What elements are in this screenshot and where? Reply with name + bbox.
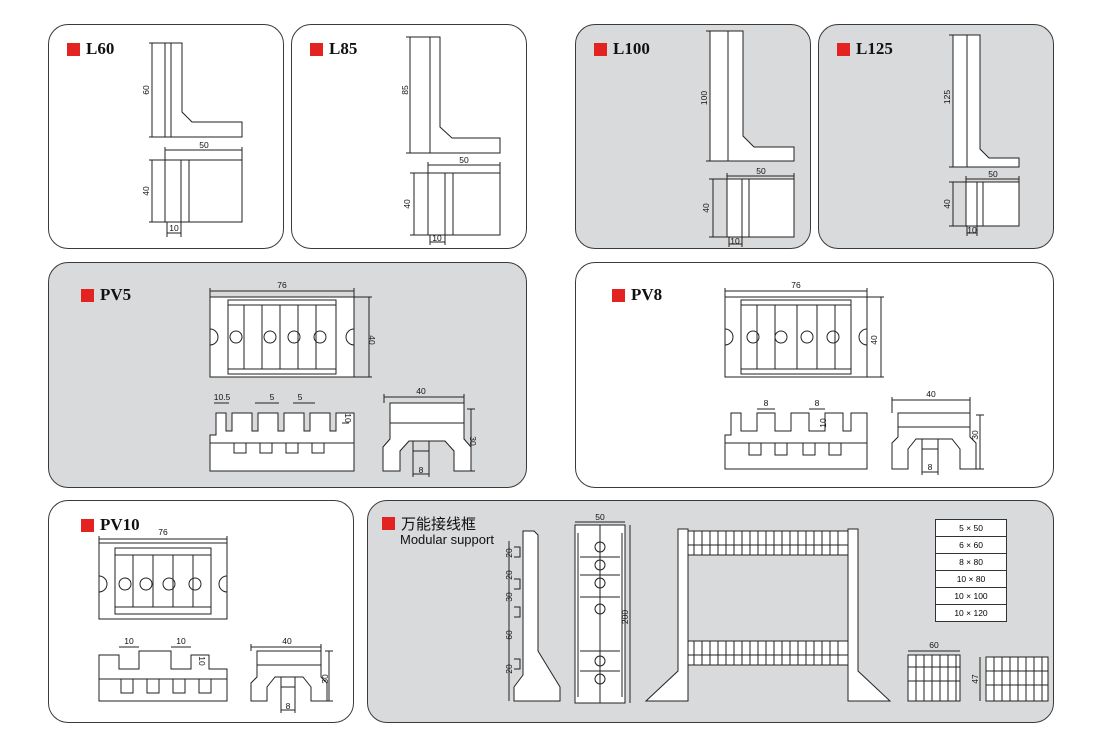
size-table: 5 × 50 6 × 60 8 × 80 10 × 80 10 × 100 10…	[935, 519, 1007, 622]
dim-side-h-label: 30	[970, 430, 980, 440]
dim-b-label: 10	[176, 636, 186, 646]
dim-height-label: 40	[869, 335, 879, 345]
dim-thick-label: 10	[967, 225, 977, 235]
panel-pv8: PV8 76 40 8 8 10 40 30	[575, 262, 1054, 488]
dim-height-label: 85	[400, 85, 410, 95]
dim-side-w-label: 40	[926, 389, 936, 399]
panel-modular: 万能接线框 Modular support	[367, 500, 1054, 723]
modular-drawing: 20 20 30 60 20 50 200 60 47	[504, 512, 1049, 704]
dim-depth-label: 40	[942, 199, 952, 209]
l-bracket-drawing: 100 50 40 10	[699, 30, 795, 247]
l-bracket-drawing: 125 50 40 10	[942, 34, 1020, 236]
dim-left-2-label: 20	[504, 570, 514, 580]
panel-title: PV10	[81, 515, 140, 535]
dim-left-3-label: 30	[504, 592, 514, 602]
panel-title: 万能接线框	[382, 513, 476, 534]
dim-length-label: 76	[277, 280, 287, 290]
dim-block-h-label: 47	[970, 674, 980, 684]
dim-width-label: 50	[756, 166, 766, 176]
red-marker-icon	[81, 518, 94, 532]
dim-height-label: 125	[942, 90, 952, 104]
dim-width-label: 50	[988, 169, 998, 179]
size-cell: 5 × 50	[935, 519, 1007, 537]
dim-left-5-label: 20	[504, 664, 514, 674]
dim-thick-label: 10	[169, 223, 179, 233]
panel-l60: L60 60 50 40 10	[48, 24, 284, 249]
dim-d-label: 10	[197, 656, 207, 666]
dim-block-w-label: 60	[929, 640, 939, 650]
panel-l125: L125 125 50 40 10	[818, 24, 1054, 249]
panel-pv5: PV5 76 40 10.5 5	[48, 262, 527, 488]
red-marker-icon	[594, 42, 607, 56]
panel-title-text: L60	[86, 39, 115, 58]
panel-title: L125	[837, 39, 893, 59]
l-bracket-drawing: 85 50 40 10	[400, 36, 501, 245]
panel-title-text: PV5	[100, 285, 132, 304]
dim-left-1-label: 20	[504, 548, 514, 558]
panel-subtitle: Modular support	[400, 532, 494, 547]
panel-l85: L85 85 50 40 10	[291, 24, 527, 249]
dim-height-label: 100	[699, 91, 709, 105]
dim-a-label: 10	[124, 636, 134, 646]
dim-length-label: 76	[158, 527, 168, 537]
dim-height-label: 40	[367, 335, 377, 345]
dim-side-slot-label: 8	[419, 465, 424, 475]
dim-thick-label: 10	[432, 233, 442, 243]
panel-l100: L100 100 50 40 10	[575, 24, 811, 249]
red-marker-icon	[81, 288, 94, 302]
dim-side-slot-label: 8	[286, 701, 291, 711]
dim-a-label: 8	[764, 398, 769, 408]
size-cell: 10 × 80	[935, 570, 1007, 588]
panel-title-text: L125	[856, 39, 893, 58]
red-marker-icon	[67, 42, 80, 56]
dim-d-label: 10	[818, 418, 828, 428]
panel-title: PV5	[81, 285, 131, 305]
dim-d-label: 10	[343, 413, 353, 423]
dim-side-h-label: 30	[320, 674, 330, 684]
panel-title-text: L85	[329, 39, 358, 58]
l-bracket-drawing: 60 50 40 10	[141, 42, 243, 237]
red-marker-icon	[837, 42, 850, 56]
red-marker-icon	[612, 288, 625, 302]
dim-depth-label: 40	[402, 199, 412, 209]
panel-title-text: PV10	[100, 515, 140, 534]
pv-block-drawing: 76 40 10.5 5 5 10 40 30 8	[209, 280, 478, 477]
dim-b-label: 5	[270, 392, 275, 402]
size-cell: 6 × 60	[935, 536, 1007, 554]
dim-side-h-label: 30	[468, 436, 478, 446]
panel-title: L85	[310, 39, 357, 59]
dim-depth-label: 40	[701, 203, 711, 213]
dim-b-label: 8	[815, 398, 820, 408]
dim-height-label: 200	[620, 610, 630, 624]
dim-height-label: 60	[141, 85, 151, 95]
dim-depth-label: 40	[141, 186, 151, 196]
comb-teeth	[693, 531, 1043, 701]
dim-side-slot-label: 8	[928, 462, 933, 472]
panel-title-text: PV8	[631, 285, 663, 304]
pv-block-drawing: 76 10 10 10 40 30 8	[98, 527, 333, 713]
red-marker-icon	[310, 42, 323, 56]
size-cell: 10 × 100	[935, 587, 1007, 605]
size-cell: 10 × 120	[935, 604, 1007, 622]
pv-block-drawing: 76 40 8 8 10 40 30 8	[724, 280, 984, 475]
panel-title: PV8	[612, 285, 662, 305]
dim-left-4-label: 60	[504, 630, 514, 640]
dim-width-label: 50	[199, 140, 209, 150]
panel-title: L60	[67, 39, 114, 59]
dim-side-w-label: 40	[282, 636, 292, 646]
panel-title-text: 万能接线框	[401, 515, 477, 533]
panel-title-text: L100	[613, 39, 650, 58]
dim-thick-label: 10	[730, 236, 740, 246]
dim-width-label: 50	[459, 155, 469, 165]
dim-c-label: 5	[298, 392, 303, 402]
dim-length-label: 76	[791, 280, 801, 290]
dim-width-label: 50	[595, 512, 605, 522]
red-marker-icon	[382, 517, 395, 530]
panel-title: L100	[594, 39, 650, 59]
dim-a-label: 10.5	[214, 392, 231, 402]
panel-pv10: PV10 76 10 10 10 40 30 8	[48, 500, 354, 723]
size-cell: 8 × 80	[935, 553, 1007, 571]
dim-side-w-label: 40	[416, 386, 426, 396]
